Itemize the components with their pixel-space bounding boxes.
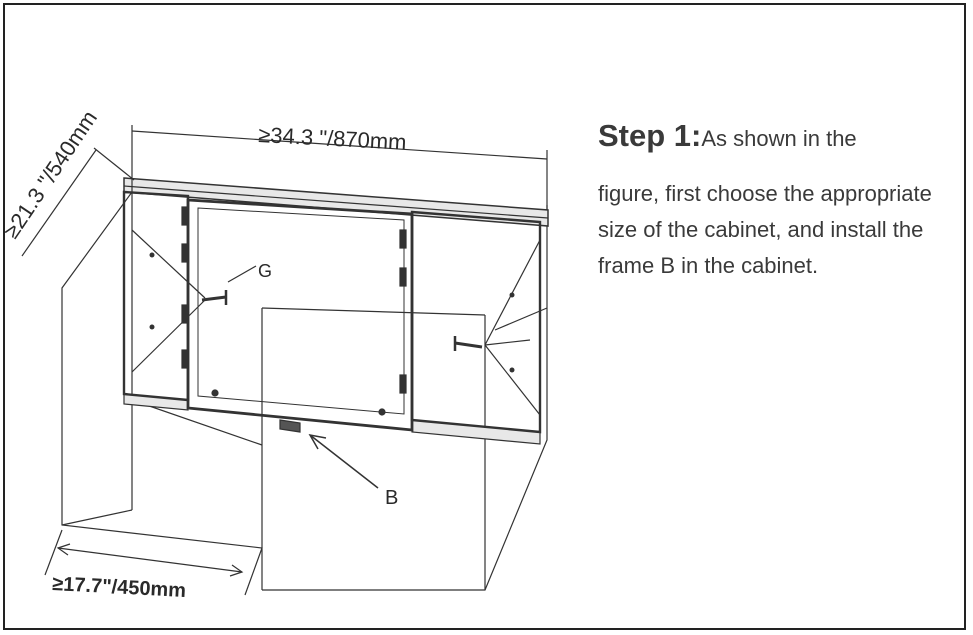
screw-g-label: G	[258, 261, 272, 281]
frame-b	[181, 198, 414, 433]
width-dimension-label: ≥34.3 "/870mm	[258, 122, 407, 155]
width-dimension-line	[131, 125, 548, 210]
screw-g	[131, 229, 257, 373]
left-side-panel	[122, 190, 190, 402]
right-side-panel	[410, 210, 542, 434]
frame-b-pointer	[308, 433, 379, 489]
frame-b-label: B	[385, 487, 398, 509]
step-label: Step 1:	[598, 118, 702, 153]
depth-dimension-line	[21, 147, 135, 257]
opening-dimension-label: ≥17.7"/450mm	[52, 573, 187, 602]
opening-dimension-line	[44, 529, 263, 596]
depth-dimension-label: ≥21.3 "/540mm	[0, 106, 102, 243]
step-instruction: Step 1:As shown in the figure, first cho…	[598, 118, 948, 284]
cabinet-outline	[61, 191, 548, 591]
mounting-holes	[149, 252, 515, 373]
figure-border	[3, 3, 966, 630]
screw-right	[453, 239, 541, 416]
step-lead-text: As shown in the	[701, 126, 857, 151]
step-body-text: figure, first choose the appropriate siz…	[598, 181, 932, 278]
